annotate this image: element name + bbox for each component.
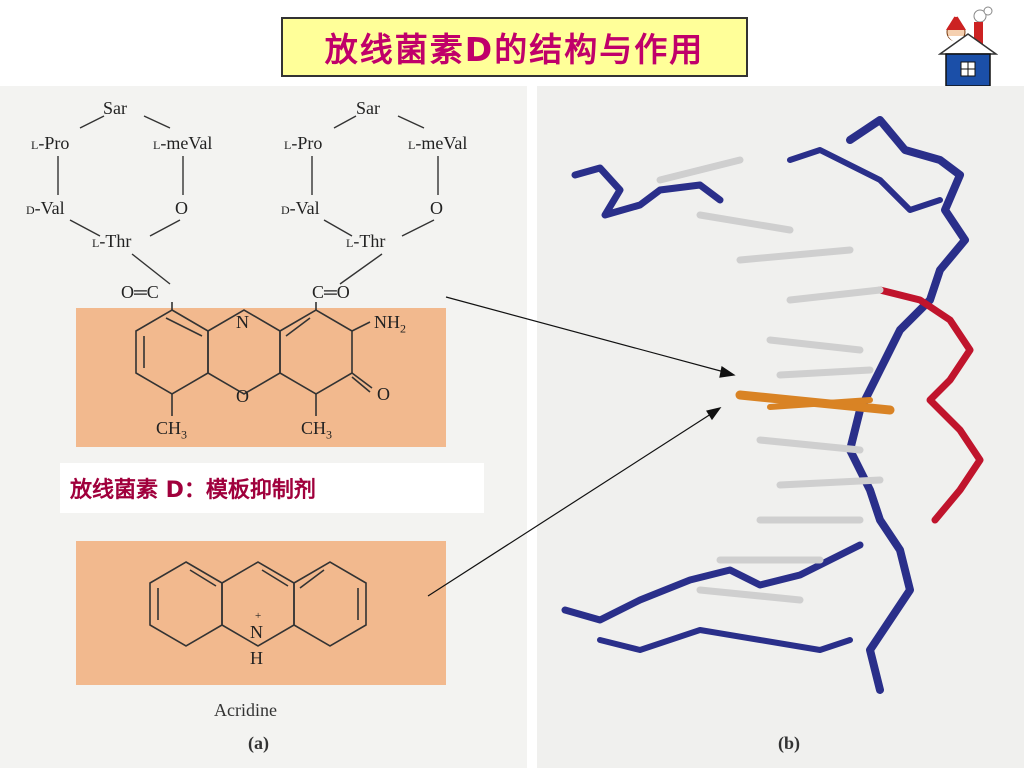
meval-right-label: -meVal bbox=[415, 133, 468, 153]
home-icon[interactable] bbox=[938, 4, 998, 88]
meval-right: L-meVal bbox=[408, 133, 467, 154]
acridine-name: Acridine bbox=[214, 700, 277, 720]
thr-left: L-Thr bbox=[92, 231, 131, 252]
keto-o: O bbox=[377, 384, 390, 404]
sar-right: Sar bbox=[356, 98, 380, 118]
thr-right-prefix: L bbox=[346, 236, 354, 250]
meval-right-prefix: L bbox=[408, 138, 416, 152]
acridine-n: N bbox=[250, 622, 263, 642]
meval-left: L-meVal bbox=[153, 133, 212, 154]
carbonyl-right: C═O bbox=[312, 282, 350, 302]
ch3-right-subscript: 3 bbox=[326, 427, 333, 442]
ch3-right-label: CH bbox=[301, 418, 327, 438]
thr-right: L-Thr bbox=[346, 231, 385, 252]
caption-a: (a) bbox=[248, 733, 269, 753]
dna-model bbox=[561, 116, 984, 694]
pro-left-prefix: L bbox=[31, 138, 39, 152]
sar-left: Sar bbox=[103, 98, 127, 118]
phenoxazone-rings bbox=[135, 302, 373, 416]
pro-left: L-Pro bbox=[31, 133, 69, 154]
o-right: O bbox=[430, 198, 443, 218]
val-right: D-Val bbox=[281, 198, 320, 219]
pro-right-prefix: L bbox=[284, 138, 292, 152]
meval-left-prefix: L bbox=[153, 138, 161, 152]
acridine-highlight bbox=[76, 541, 446, 685]
acridine-rings bbox=[149, 561, 367, 647]
val-left: D-Val bbox=[26, 198, 65, 219]
ch3-left-label: CH bbox=[156, 418, 182, 438]
val-left-prefix: D bbox=[26, 203, 35, 217]
phenoxazone-highlight bbox=[76, 308, 446, 447]
val-right-prefix: D bbox=[281, 203, 290, 217]
nh2-label: NH bbox=[374, 312, 400, 332]
acridine-charge: + bbox=[255, 610, 262, 622]
acridine-h: H bbox=[250, 648, 263, 668]
thr-left-label: -Thr bbox=[99, 231, 132, 251]
ch3-left-subscript: 3 bbox=[181, 427, 188, 442]
pro-right-label: -Pro bbox=[291, 133, 323, 153]
pointer-arrows bbox=[427, 296, 736, 597]
nh2-group: NH2 bbox=[374, 312, 406, 337]
page-title: 放线菌素D的结构与作用 bbox=[281, 17, 748, 77]
pro-left-label: -Pro bbox=[38, 133, 70, 153]
thr-left-prefix: L bbox=[92, 236, 100, 250]
val-left-label: -Val bbox=[34, 198, 65, 218]
pro-right: L-Pro bbox=[284, 133, 322, 154]
peptide-ring-right bbox=[311, 115, 439, 285]
meval-left-label: -meVal bbox=[160, 133, 213, 153]
o-left: O bbox=[175, 198, 188, 218]
ch3-right: CH3 bbox=[301, 418, 332, 443]
santa-icon bbox=[946, 6, 993, 44]
caption-b: (b) bbox=[778, 733, 800, 753]
phenoxazone-n: N bbox=[236, 312, 249, 332]
carbonyl-left: O═C bbox=[121, 282, 159, 302]
thr-right-label: -Thr bbox=[353, 231, 386, 251]
inhibitor-label: 放线菌素 D：模板抑制剂 bbox=[60, 463, 484, 513]
peptide-ring-left bbox=[57, 115, 184, 285]
ch3-left: CH3 bbox=[156, 418, 187, 443]
nh2-subscript: 2 bbox=[400, 321, 406, 336]
val-right-label: -Val bbox=[289, 198, 320, 218]
phenoxazone-o: O bbox=[236, 386, 249, 406]
